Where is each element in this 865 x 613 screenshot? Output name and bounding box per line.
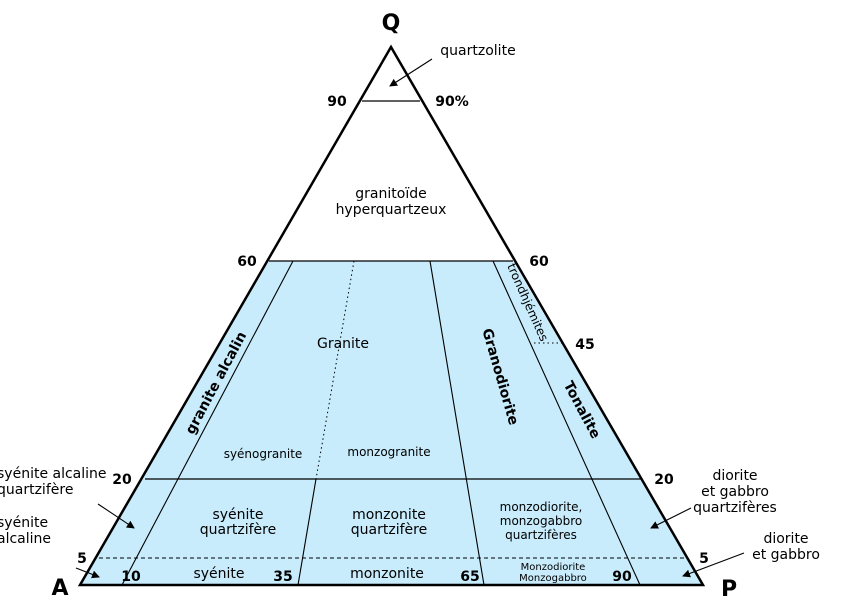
arrow-syenite-alc (75, 567, 100, 579)
boundary-10 (121, 260, 294, 586)
boundary-35 (297, 478, 317, 586)
label-granitoide-1: granitoïde (355, 186, 426, 202)
label-syenite: syénite (193, 566, 244, 582)
callout-diorite-q-3: quartzifères (693, 500, 777, 516)
tick-base-10: 10 (121, 569, 141, 585)
label-monzodiorite-q-2: monzogabbro (500, 514, 583, 528)
vertex-p: P (721, 577, 737, 602)
label-monzodiorite-q-1: monzodiorite, (500, 500, 583, 514)
boundary-90 (492, 260, 641, 586)
label-monzodiorite-1: Monzodiorite (521, 562, 586, 573)
arrow-diorite-q (650, 507, 692, 529)
tick-base-65: 65 (460, 569, 479, 585)
tick-left-5: 5 (77, 551, 87, 567)
label-quartzolite: quartzolite (440, 43, 515, 59)
tick-right-20: 20 (654, 472, 674, 488)
tick-left-20: 20 (112, 472, 132, 488)
label-monzodiorite-q-3: quartzifères (505, 528, 577, 542)
tick-base-35: 35 (273, 569, 292, 585)
triangle-outline (77, 44, 706, 587)
label-syenogranite: syénogranite (224, 447, 303, 461)
tick-right-60: 60 (529, 254, 549, 270)
callout-syenite-alc-1: syénite (0, 515, 48, 531)
callout-syenite-alc-q-2: quartzifère (0, 482, 73, 498)
tick-right-90: 90% (435, 94, 469, 110)
tick-left-90: 90 (327, 94, 347, 110)
callout-diorite-2: et gabbro (752, 547, 820, 563)
callout-syenite-alc-q-1: syénite alcaline (0, 466, 107, 482)
boundary-65 (429, 260, 485, 586)
label-syenite-q-2: quartzifère (200, 522, 276, 538)
label-granitoide-2: hyperquartzeux (336, 202, 447, 218)
callout-diorite-q-2: et gabbro (701, 484, 769, 500)
callout-diorite-1: diorite (763, 531, 808, 547)
label-monzonite: monzonite (350, 566, 424, 582)
boundary-35-dotted (315, 260, 355, 480)
callout-syenite-alc-2: alcaline (0, 531, 51, 547)
vertex-a: A (51, 576, 68, 601)
callout-diorite-q-1: diorite (712, 468, 757, 484)
arrow-quartzolite (389, 58, 433, 87)
tick-base-90: 90 (612, 569, 632, 585)
shaded-region (80, 261, 703, 585)
arrow-syenite-alc-q (97, 503, 135, 529)
label-granite: Granite (317, 336, 369, 352)
tick-right-45: 45 (575, 337, 594, 353)
label-monzogranite: monzogranite (347, 445, 430, 459)
vertex-q: Q (382, 11, 401, 36)
arrow-diorite (682, 552, 745, 578)
tick-right-5: 5 (699, 551, 709, 567)
tick-left-60: 60 (237, 254, 257, 270)
label-monzonite-q-1: monzonite (352, 507, 426, 523)
label-syenite-q-1: syénite (212, 507, 263, 523)
label-monzonite-q-2: quartzifère (351, 522, 427, 538)
label-monzodiorite-2: Monzogabbro (519, 573, 587, 584)
